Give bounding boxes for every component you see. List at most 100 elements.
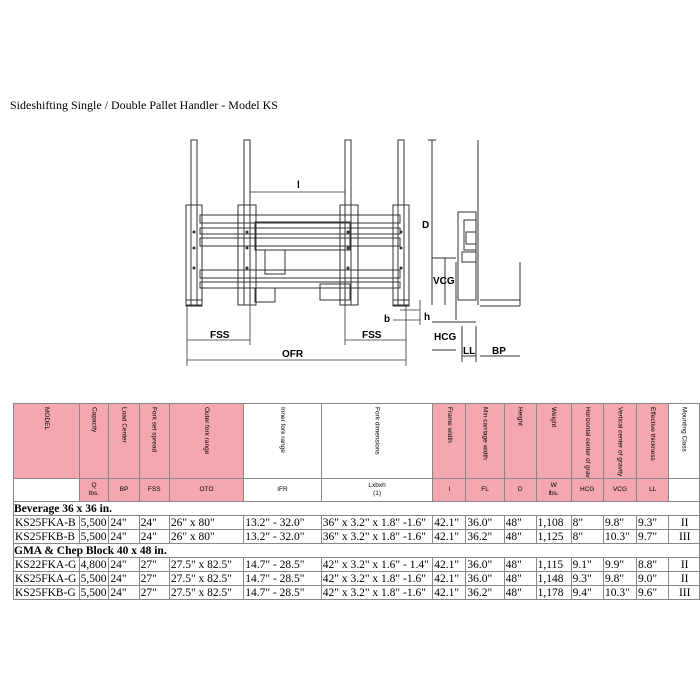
- table-cell: 1,125: [535, 529, 572, 544]
- table-cell: 36" x 3.2" x 1.8" -1.6": [320, 515, 434, 530]
- symbol-cell: LL: [636, 478, 670, 502]
- header-cell: Min carriage width: [465, 403, 505, 479]
- header-cell: Effective thickness: [636, 403, 670, 479]
- table-cell: 24": [108, 515, 140, 530]
- table-cell: 13.2" - 32.0": [243, 529, 322, 544]
- table-cell: 27": [138, 585, 170, 600]
- symbol-cell: l: [432, 478, 467, 502]
- header-cell: Outer fork range: [168, 403, 245, 479]
- table-cell: II: [668, 515, 700, 530]
- symbol-cell: W lbs.: [535, 478, 572, 502]
- table-cell: 42" x 3.2" x 1.8" -1.6": [320, 571, 434, 586]
- table-cell: 24": [138, 515, 170, 530]
- table-cell: 8": [570, 529, 604, 544]
- table-cell: KS22FKA-G: [13, 557, 80, 572]
- table-cell: 27": [138, 557, 170, 572]
- pallet-handler-drawing: l D VCG b h FSS FSS OFR HCG LL BP: [185, 139, 521, 366]
- group-heading: Beverage 36 x 36 in.: [13, 501, 700, 516]
- table-cell: 9.4": [570, 585, 604, 600]
- page-title: Sideshifting Single / Double Pallet Hand…: [10, 98, 278, 112]
- table-cell: 42" x 3.2" x 1.8" -1.6": [320, 585, 434, 600]
- table-cell: 36" x 3.2" x 1.8" -1.6": [320, 529, 434, 544]
- symbol-cell: IFR: [243, 478, 322, 502]
- table-cell: 10.3": [602, 529, 638, 544]
- symbol-cell: FL: [465, 478, 505, 502]
- table-cell: 36.0": [465, 515, 505, 530]
- header-cell: Mounting Class: [668, 403, 700, 479]
- table-cell: 8.8": [636, 557, 670, 572]
- table-cell: 26" x 80": [168, 529, 245, 544]
- table-cell: 42.1": [432, 557, 467, 572]
- table-cell: 9.1": [570, 557, 604, 572]
- table-cell: 9.7": [636, 529, 670, 544]
- table-cell: 9.3": [570, 571, 604, 586]
- dim-FSS-left: FSS: [210, 330, 230, 341]
- table-cell: 27.5" x 82.5": [168, 557, 245, 572]
- symbol-cell: D: [503, 478, 537, 502]
- table-cell: 24": [138, 529, 170, 544]
- table-cell: 42.1": [432, 515, 467, 530]
- table-cell: KS25FKB-G: [13, 585, 80, 600]
- dim-l: l: [297, 180, 300, 191]
- table-cell: 48": [503, 571, 537, 586]
- header-cell: Capacity: [78, 403, 110, 479]
- table-cell: III: [668, 585, 700, 600]
- header-cell: Frame width: [432, 403, 467, 479]
- table-cell: 24": [108, 529, 140, 544]
- table-cell: KS25FKA-G: [13, 571, 80, 586]
- symbol-cell: [13, 478, 80, 502]
- symbol-cell: HCG: [570, 478, 604, 502]
- dim-VCG: VCG: [433, 276, 455, 287]
- table-cell: KS25FKA-B: [13, 515, 80, 530]
- table-cell: 5,500: [78, 529, 110, 544]
- header-cell: Inner fork range: [243, 403, 322, 479]
- dim-BP: BP: [492, 346, 506, 357]
- table-cell: 9.9": [602, 557, 638, 572]
- table-cell: II: [668, 557, 700, 572]
- dim-h: h: [424, 312, 430, 323]
- table-cell: 8": [570, 515, 604, 530]
- table-cell: 42.1": [432, 529, 467, 544]
- dim-b: b: [384, 314, 390, 325]
- table-cell: 36.2": [465, 529, 505, 544]
- table-cell: 36.0": [465, 557, 505, 572]
- table-cell: 24": [108, 557, 140, 572]
- table-cell: 9.8": [602, 515, 638, 530]
- table-cell: 27.5" x 82.5": [168, 585, 245, 600]
- table-cell: 42.1": [432, 585, 467, 600]
- symbol-cell: VCG: [602, 478, 638, 502]
- symbol-cell: OTO: [168, 478, 245, 502]
- dim-FSS-right: FSS: [362, 330, 382, 341]
- table-cell: II: [668, 571, 700, 586]
- table-cell: 26" x 80": [168, 515, 245, 530]
- header-cell: Fork dimensions: [320, 403, 434, 479]
- table-cell: 4,800: [78, 557, 110, 572]
- header-cell: Weight: [535, 403, 572, 479]
- table-cell: 48": [503, 515, 537, 530]
- symbol-cell: Lxbxh (1): [320, 478, 434, 502]
- table-cell: 10.3": [602, 585, 638, 600]
- group-heading: GMA & Chep Block 40 x 48 in.: [13, 543, 700, 558]
- table-cell: 9.8": [602, 571, 638, 586]
- table-cell: 13.2" - 32.0": [243, 515, 322, 530]
- table-cell: 42.1": [432, 571, 467, 586]
- table-cell: III: [668, 529, 700, 544]
- symbol-cell: Q lbs.: [78, 478, 110, 502]
- table-cell: 27": [138, 571, 170, 586]
- header-cell: Vertical center of gravity: [602, 403, 638, 479]
- table-cell: 1,148: [535, 571, 572, 586]
- table-cell: 9.0": [636, 571, 670, 586]
- table-cell: 9.6": [636, 585, 670, 600]
- dim-OFR: OFR: [282, 349, 304, 360]
- table-cell: 48": [503, 585, 537, 600]
- symbol-cell: [668, 478, 700, 502]
- table-cell: 9.3": [636, 515, 670, 530]
- dim-D: D: [422, 220, 429, 231]
- table-cell: 14.7" - 28.5": [243, 571, 322, 586]
